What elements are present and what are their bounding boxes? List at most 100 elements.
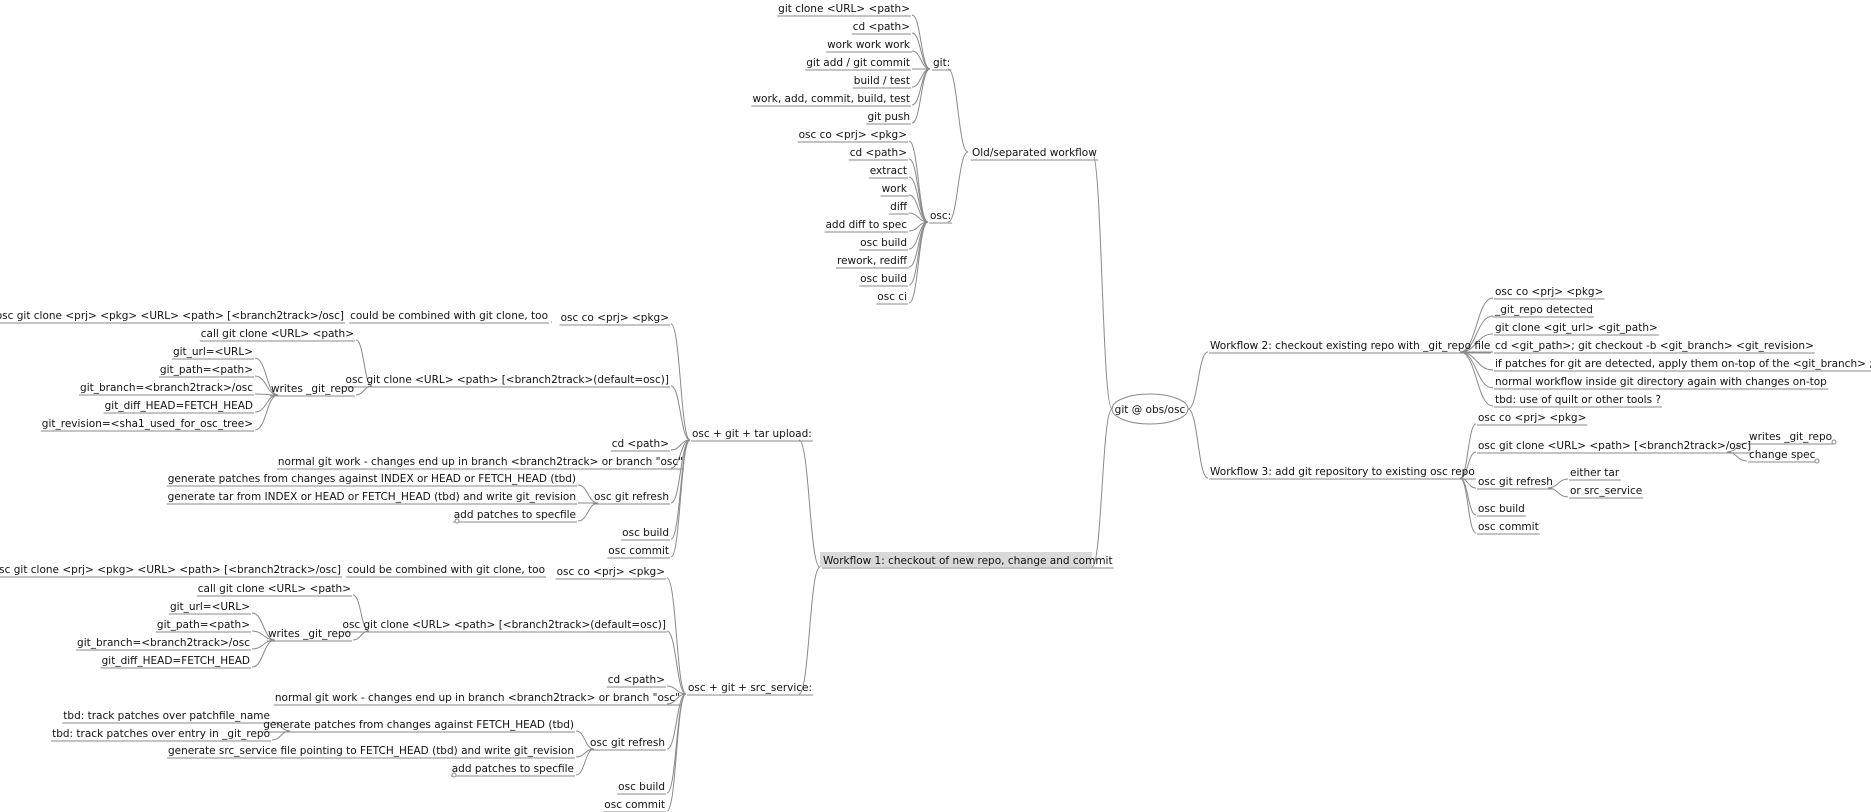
tar-refresh[interactable]: osc git refresh [594,491,669,503]
src-writes-item[interactable]: git_diff_HEAD=FETCH_HEAD [102,655,250,667]
osc-item[interactable]: diff [890,201,908,213]
old-workflow-node[interactable]: Old/separated workflow [972,147,1097,159]
git-item[interactable]: git push [868,111,910,123]
src-clone[interactable]: osc git clone <URL> <path> [<branch2trac… [343,619,666,631]
src-build[interactable]: osc build [618,781,665,793]
connector [254,357,279,396]
src-normal-git-work[interactable]: normal git work - changes end up in bran… [275,692,680,704]
osc-item[interactable]: osc ci [877,291,907,303]
src-co-example[interactable]: e.g. osc git clone <prj> <pkg> <URL> <pa… [0,564,341,576]
tar-co-example[interactable]: e.g. osc git clone <prj> <pkg> <URL> <pa… [0,310,344,322]
tar-gen-tar[interactable]: generate tar from INDEX or HEAD or FETCH… [168,491,576,503]
osc-item[interactable]: osc build [860,237,907,249]
tar-writes-item[interactable]: git_url=<URL> [173,346,253,358]
connector [1091,408,1113,568]
tar-writes-item[interactable]: git_diff_HEAD=FETCH_HEAD [105,400,253,412]
src-call-clone[interactable]: call git clone <URL> <path> [198,583,351,595]
workflow3-either-tar[interactable]: either tar [1570,467,1620,479]
src-writes-item[interactable]: git_path=<path> [157,619,250,631]
git-item[interactable]: git clone <URL> <path> [778,3,910,15]
osc-item[interactable]: osc build [860,273,907,285]
connector [1459,351,1494,389]
workflow2-item[interactable]: cd <git_path>; git checkout -b <git_bran… [1495,340,1814,352]
tar-writes-item[interactable]: git_branch=<branch2track>/osc [80,382,253,394]
connector [254,394,279,413]
git-item[interactable]: build / test [854,75,910,87]
git-item[interactable]: git add / git commit [806,57,910,69]
tar-co[interactable]: osc co <prj> <pkg> [561,312,669,324]
workflow2-item[interactable]: _git_repo detected [1494,304,1593,316]
tar-call-clone[interactable]: call git clone <URL> <path> [201,328,354,340]
osc-item[interactable]: cd <path> [850,147,907,159]
workflow3-node[interactable]: Workflow 3: add git repository to existi… [1210,466,1475,478]
src-add-patches[interactable]: add patches to specfile [452,763,574,775]
workflow1-node[interactable]: Workflow 1: checkout of new repo, change… [823,555,1113,567]
src-gen-src-service[interactable]: generate src_service file pointing to FE… [168,745,574,757]
osc-item[interactable]: rework, rediff [837,255,908,267]
root-node[interactable]: git @ obs/osc [1115,404,1186,416]
tar-commit[interactable]: osc commit [608,545,669,557]
tar-gen-patches[interactable]: generate patches from changes against IN… [168,473,576,485]
connector [1459,477,1477,534]
tar-writes-item[interactable]: git_revision=<sha1_used_for_osc_tree> [42,418,253,430]
connector [1547,487,1569,498]
osc-item[interactable]: work [882,183,908,195]
osc-item[interactable]: osc co <prj> <pkg> [799,129,907,141]
src-cd[interactable]: cd <path> [608,674,665,686]
workflow3-refresh[interactable]: osc git refresh [1478,476,1553,488]
src-co[interactable]: osc co <prj> <pkg> [557,566,665,578]
tar-writes-git-repo[interactable]: writes _git_repo [271,383,354,395]
connector [666,630,687,695]
workflow2-item[interactable]: osc co <prj> <pkg> [1495,286,1603,298]
tar-upload-node[interactable]: osc + git + tar upload: [692,428,812,440]
mindmap-underlines [0,15,1871,812]
workflow3-co[interactable]: osc co <prj> <pkg> [1478,412,1586,424]
tar-add-patches[interactable]: add patches to specfile [454,509,576,521]
src-writes-item[interactable]: git_branch=<branch2track>/osc [77,637,250,649]
workflow3-build[interactable]: osc build [1478,503,1525,515]
src-commit[interactable]: osc commit [604,799,665,811]
tar-build[interactable]: osc build [622,527,669,539]
src-writes-git-repo[interactable]: writes _git_repo [268,628,351,640]
src-service-node[interactable]: osc + git + src_service: [688,682,812,694]
workflow3-commit[interactable]: osc commit [1478,521,1539,533]
src-writes-item[interactable]: git_url=<URL> [170,601,250,613]
tar-normal-git-work[interactable]: normal git work - changes end up in bran… [278,456,683,468]
tar-cd[interactable]: cd <path> [612,438,669,450]
connector [254,394,279,431]
connector [1459,315,1494,353]
git-item[interactable]: work work work [827,39,911,51]
connector [1187,408,1209,479]
workflow3-src-service[interactable]: or src_service [1570,485,1642,497]
src-tbd-item[interactable]: tbd: track patches over entry in _git_re… [52,728,270,740]
workflow2-item[interactable]: tbd: use of quilt or other tools ? [1495,394,1661,406]
connector [1459,423,1477,479]
workflow2-item[interactable]: git clone <git_url> <git_path> [1495,322,1658,334]
tar-clone[interactable]: osc git clone <URL> <path> [<branch2trac… [346,374,669,386]
src-tbd-item[interactable]: tbd: track patches over patchfile_name [63,710,270,722]
connector [666,577,687,695]
workflow2-item[interactable]: normal workflow inside git directory aga… [1495,376,1827,388]
osc-branch-node[interactable]: osc: [930,210,951,222]
src-refresh[interactable]: osc git refresh [590,737,665,749]
connector [670,439,691,558]
connector [575,730,595,750]
git-item[interactable]: cd <path> [853,21,910,33]
osc-item[interactable]: extract [870,165,907,177]
workflow3-writes-git-repo[interactable]: writes _git_repo [1749,431,1832,443]
git-item[interactable]: work, add, commit, build, test [752,93,910,105]
workflow3-clone[interactable]: osc git clone <URL> <path> [<branch2trac… [1478,440,1751,452]
workflow3-change-spec[interactable]: change spec [1749,449,1816,461]
tar-co-note[interactable]: could be combined with git clone, too [350,310,548,322]
workflow2-item[interactable]: if patches for git are detected, apply t… [1495,358,1871,370]
connector [1459,333,1494,353]
git-branch-node[interactable]: git: [933,57,950,69]
src-co-note[interactable]: could be combined with git clone, too [347,564,545,576]
src-gen-patches[interactable]: generate patches from changes against FE… [263,719,574,731]
connector [355,339,373,387]
connector [911,68,931,106]
workflow2-node[interactable]: Workflow 2: checkout existing repo with … [1210,340,1490,352]
osc-item[interactable]: add diff to spec [825,219,907,231]
tar-writes-item[interactable]: git_path=<path> [160,364,253,376]
